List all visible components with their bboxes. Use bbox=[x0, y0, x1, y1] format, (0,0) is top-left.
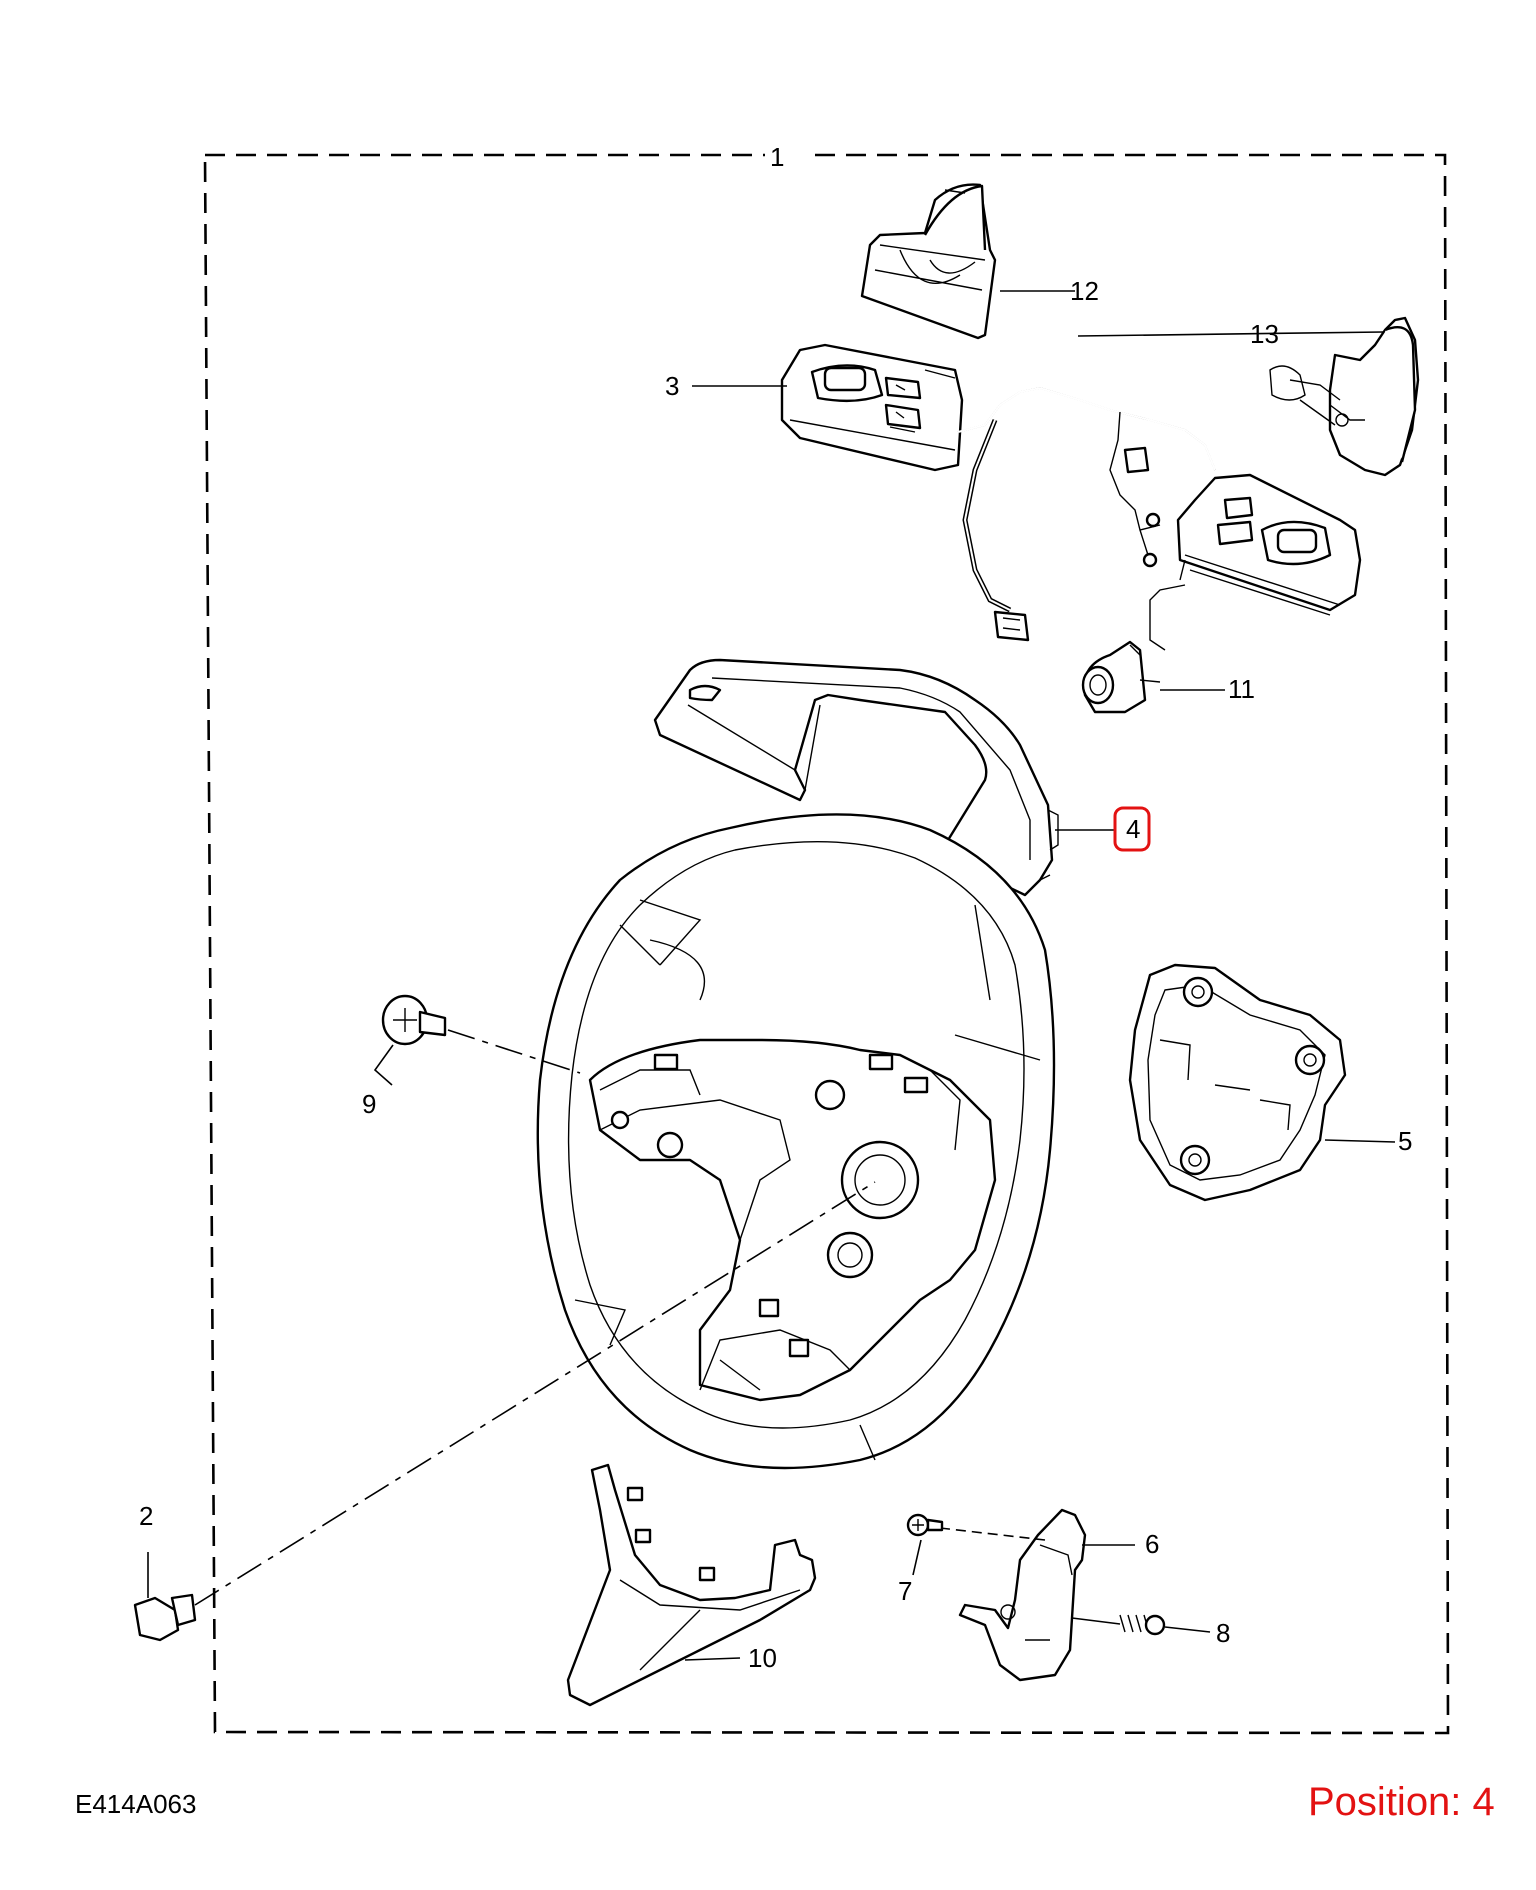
wiring-harness bbox=[957, 386, 1216, 651]
callout-4[interactable]: 4 bbox=[1126, 814, 1140, 844]
figure-reference-code: E414A063 bbox=[75, 1789, 196, 1819]
callout-6[interactable]: 6 bbox=[1145, 1529, 1159, 1559]
assembly-boundary bbox=[203, 153, 1450, 1735]
bolt-part-2[interactable] bbox=[133, 1181, 876, 1642]
callout-2[interactable]: 2 bbox=[139, 1501, 153, 1531]
callout-11[interactable]: 11 bbox=[1228, 674, 1255, 704]
leader-lines bbox=[147, 290, 1396, 1661]
switch-pack-part-3[interactable] bbox=[780, 343, 964, 472]
steering-wheel bbox=[536, 813, 1056, 1470]
callout-1[interactable]: 1 bbox=[770, 142, 784, 172]
rear-cover-part-5[interactable] bbox=[1128, 963, 1347, 1202]
callout-7[interactable]: 7 bbox=[898, 1576, 912, 1606]
bracket-part-6[interactable] bbox=[939, 1508, 1087, 1682]
spring-pin-part-8[interactable] bbox=[1071, 1614, 1166, 1636]
lower-trim-part-10[interactable] bbox=[566, 1463, 817, 1707]
paddle-shifter-part-13[interactable] bbox=[1269, 316, 1420, 477]
callout-9[interactable]: 9 bbox=[362, 1089, 376, 1119]
paddle-shifter-part-12[interactable] bbox=[860, 183, 997, 340]
switch-pack-right bbox=[1176, 473, 1362, 616]
horn-switch-part-11[interactable] bbox=[1081, 640, 1161, 714]
callout-4-highlight bbox=[1113, 806, 1151, 852]
callout-3[interactable]: 3 bbox=[665, 371, 679, 401]
position-indicator: Position: 4 bbox=[1308, 1780, 1495, 1824]
screw-part-9[interactable] bbox=[381, 994, 581, 1074]
callout-5[interactable]: 5 bbox=[1398, 1126, 1412, 1156]
callout-13[interactable]: 13 bbox=[1250, 319, 1279, 349]
callout-10[interactable]: 10 bbox=[748, 1643, 777, 1673]
callout-12[interactable]: 12 bbox=[1070, 276, 1099, 306]
callout-8[interactable]: 8 bbox=[1216, 1618, 1230, 1648]
callout-labels: 1 12 13 3 11 4 9 5 2 6 7 8 10 bbox=[139, 142, 1412, 1673]
screw-part-7[interactable] bbox=[906, 1513, 944, 1537]
